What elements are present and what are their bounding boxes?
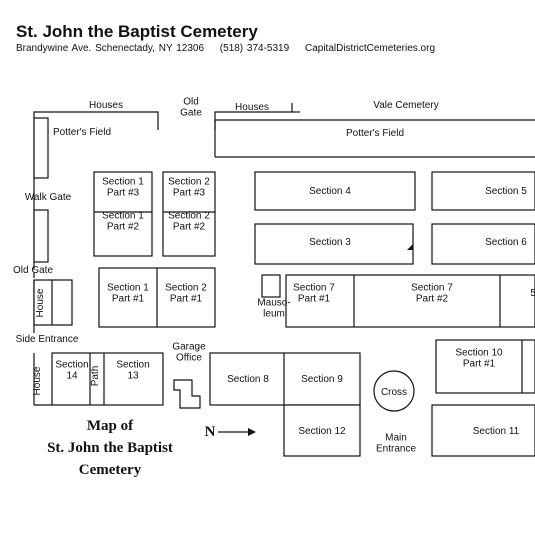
map-title-line3: Cemetery [79,462,142,478]
cemetery-name: St. John the Baptist Cemetery [16,22,258,41]
house-bottom-label: House [32,366,43,395]
section-6-label: Section 6 [485,237,527,248]
old-gate-left-label: Old Gate [13,265,53,276]
map-title-line1: Map of [87,418,134,434]
north-label: N [205,424,216,440]
section-8-label: Section 8 [227,374,269,385]
section-5-label: Section 5 [485,186,527,197]
path-label: Path [90,366,101,387]
walk-gate-label: Walk Gate [25,192,72,203]
section-5-block[interactable] [431,171,535,211]
section-4-block[interactable] [254,171,416,211]
section-2-upper-block[interactable] [162,171,216,257]
address-text: Brandywine Ave. Schenectady, NY 12306 [16,43,205,54]
section-3-label: Section 3 [309,237,351,248]
houses-right-label: Houses [235,102,269,113]
section-10-block[interactable] [435,339,535,394]
section-6-block[interactable] [431,223,535,265]
section-11-block[interactable] [431,404,535,457]
potters-field-left-strip [33,117,49,179]
mausoleum-block[interactable] [261,274,281,298]
house-left-block [33,279,73,326]
potters-field-left-label: Potter's Field [53,127,111,138]
section-7-block[interactable] [285,274,535,328]
house-left-label: House [35,288,46,317]
garage-office-building[interactable] [173,379,201,409]
contact-line: Brandywine Ave. Schenectady, NY 12306 (5… [16,43,447,54]
potters-field-right-label: Potter's Field [346,128,404,139]
section-8-9-block[interactable] [209,352,361,406]
side-entrance-label: Side Entrance [16,334,79,345]
walk-gate-strip [33,209,49,263]
section-9-label: Section 9 [301,374,343,385]
vale-cemetery-label: Vale Cemetery [373,100,438,111]
section-1-upper-block[interactable] [93,171,153,257]
phone-text: (518) 374-5319 [219,43,290,54]
mausoleum-label: Mauso-leum [257,298,290,320]
section-12-block[interactable] [283,404,361,457]
section-13-14-block[interactable] [51,352,164,406]
houses-left-label: Houses [89,100,123,111]
section-5-cut-label: 5 [530,288,535,299]
boundary-left-top [33,111,159,270]
section-11-label: Section 11 [473,426,520,437]
website-link[interactable]: CapitalDistrictCemeteries.org [304,43,436,54]
cross-circle[interactable] [373,370,415,412]
section-4-label: Section 4 [309,186,351,197]
section-12-label: Section 12 [298,426,346,437]
cross-label: Cross [381,387,407,398]
map-title-line2: St. John the Baptist [47,440,173,456]
